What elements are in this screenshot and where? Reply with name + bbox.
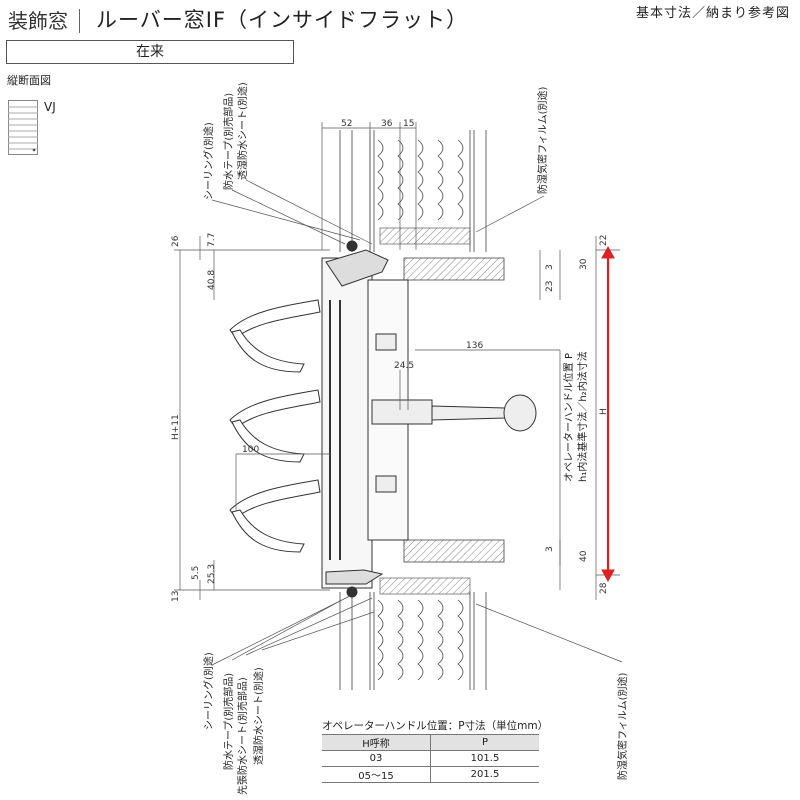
- callout-top-waterproof-tape: 防水テープ(別売部品): [222, 93, 235, 190]
- callout-bottom-vapor-film: 防湿気密フィルム(別途): [616, 672, 629, 780]
- handle-position-table: H呼称 P 03 101.5 05〜15 201.5: [322, 734, 539, 783]
- dim-36: 36: [381, 119, 393, 129]
- cell-p: 101.5: [430, 750, 539, 767]
- dim-3-top: 3: [545, 264, 555, 270]
- dim-136: 136: [466, 341, 483, 351]
- category-label: 装飾窓: [8, 9, 68, 33]
- cell-h-nominal: 03: [322, 750, 431, 767]
- dim-5-5: 5.5: [191, 566, 201, 580]
- table-row: 05〜15 201.5: [322, 766, 539, 783]
- cell-h-nominal: 05〜15: [322, 766, 431, 783]
- dim-100: 100: [242, 445, 259, 455]
- cell-p: 201.5: [430, 766, 539, 783]
- page-title: ルーバー窓IF（インサイドフラット）: [96, 8, 469, 32]
- vj-louver-icon: [8, 100, 38, 155]
- dim-13: 13: [171, 591, 181, 602]
- table-caption: オペレーターハンドル位置：P寸法（単位mm）: [322, 720, 549, 732]
- dim-40-8: 40.8: [207, 270, 217, 290]
- op-handle-label: オペレーターハンドル位置 P: [562, 353, 575, 482]
- dim-30: 30: [579, 258, 589, 270]
- header-h-nominal: H呼称: [322, 734, 431, 751]
- dim-h11: H+11: [171, 414, 181, 440]
- type-box: 在来: [6, 40, 294, 64]
- h1-ref-label: h₁内法基準寸法／h₂内法寸法: [576, 351, 589, 482]
- table-row: 03 101.5: [322, 750, 539, 767]
- callout-top-sealing: シーリング(別途): [202, 122, 215, 200]
- section-label: 縦断面図: [7, 74, 51, 87]
- callout-top-breathable-sheet: 透湿防水シート(別途): [236, 82, 249, 180]
- dim-7-7: 7.7: [207, 233, 217, 247]
- header-p: P: [430, 734, 539, 751]
- dimension-lines: [174, 122, 620, 600]
- dim-40: 40: [579, 550, 589, 562]
- callout-bottom-waterproof-tape: 防水テープ(別売部品): [222, 673, 235, 770]
- reference-label: 基本寸法／納まり参考図: [635, 6, 790, 21]
- dim-24-5: 24.5: [394, 361, 414, 371]
- callout-bottom-sealing: シーリング(別途): [202, 652, 215, 730]
- dim-26: 26: [171, 235, 181, 247]
- table-header-row: H呼称 P: [322, 734, 539, 751]
- louver-slats: [229, 299, 321, 553]
- dim-3-bot: 3: [545, 546, 555, 552]
- dim-25-3: 25.3: [207, 564, 217, 584]
- dim-52: 52: [341, 119, 352, 129]
- height-arrow: [601, 245, 615, 583]
- callout-top-vapor-film: 防湿気密フィルム(別途): [536, 86, 549, 194]
- dim-22: 22: [599, 235, 609, 246]
- callout-bottom-breathable-sheet: 透湿防水シート(別途): [252, 667, 265, 765]
- dim-23: 23: [545, 281, 555, 292]
- operator-handle: [371, 333, 537, 493]
- header-divider: [79, 9, 80, 33]
- framing-members: [379, 227, 505, 595]
- vj-label: VJ: [44, 100, 56, 114]
- callout-bottom-precut-sheet: 先張防水シート(別売部品): [236, 677, 249, 795]
- dim-15: 15: [403, 119, 414, 129]
- dim-H: H: [599, 408, 609, 415]
- leader-lines: [211, 179, 623, 666]
- dim-28: 28: [599, 582, 609, 594]
